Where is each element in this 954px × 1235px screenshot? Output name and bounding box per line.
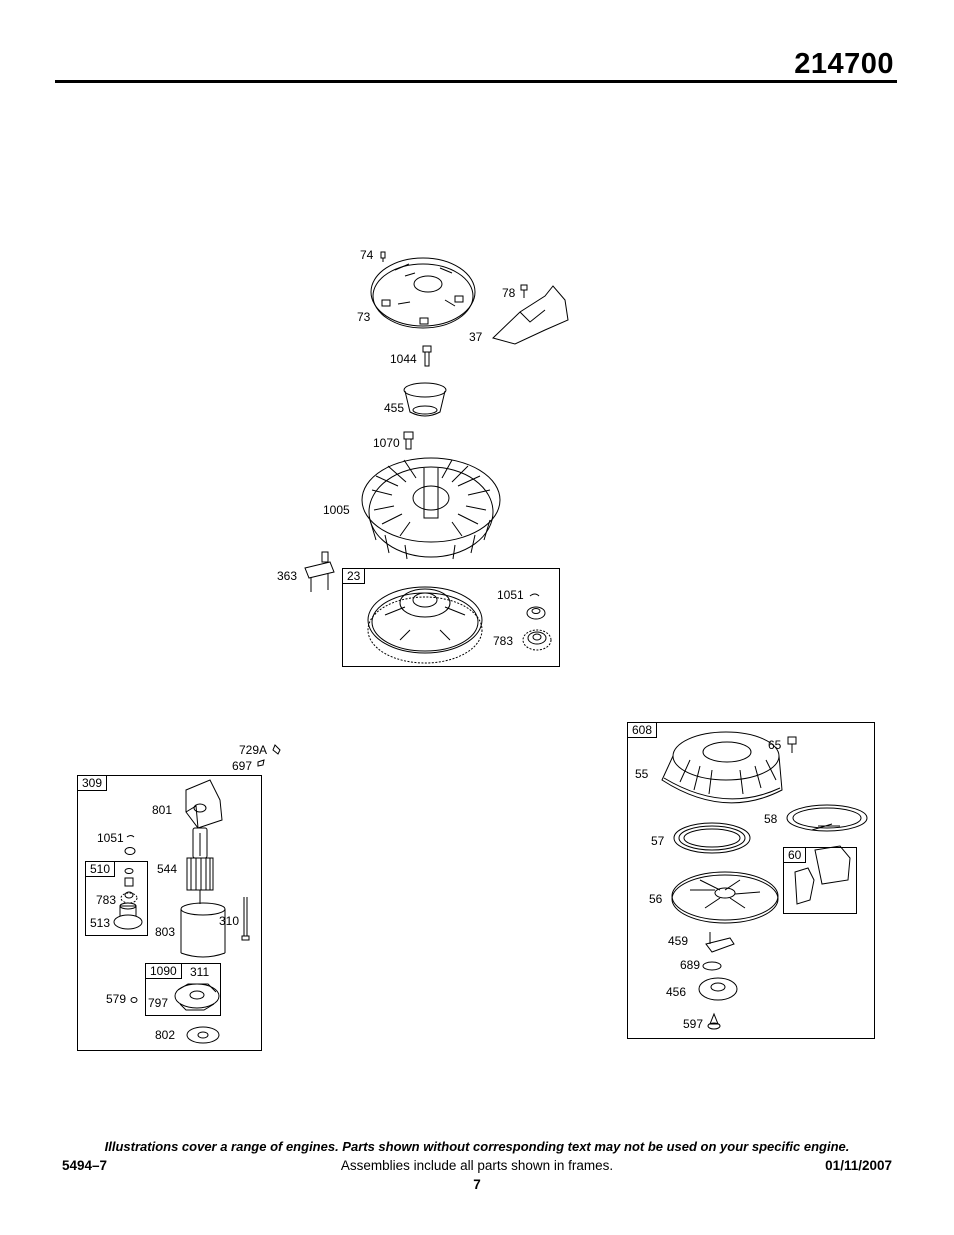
screw-65-illustration [787, 736, 797, 753]
handle-60-illustration [794, 845, 851, 905]
part-label: 802 [155, 1028, 176, 1042]
gear-783-illustration [522, 629, 552, 651]
part-label: 783 [493, 634, 514, 648]
screw-597-illustration [707, 1012, 721, 1030]
frame-tag-1090: 1090 [145, 963, 182, 979]
page-number: 7 [473, 1177, 481, 1192]
part-label: 697 [232, 759, 253, 773]
part-label: 56 [649, 892, 663, 906]
part-label: 544 [157, 862, 178, 876]
brush-assembly-frame [145, 963, 221, 1016]
brush-plate-797-illustration [174, 983, 220, 1011]
retainer-456-illustration [698, 977, 738, 1001]
footer-disclaimer: Illustrations cover a range of engines. … [104, 1139, 850, 1154]
housing-803-illustration [180, 902, 226, 958]
blower-housing-73-illustration [370, 257, 476, 329]
frames-note: Assemblies include all parts shown in fr… [340, 1158, 614, 1173]
part-label: 58 [764, 812, 778, 826]
frame-tag-60: 60 [783, 847, 807, 863]
part-label: 803 [155, 925, 176, 939]
part-label: 1044 [390, 352, 417, 366]
part-label: 797 [148, 996, 169, 1010]
part-label: 73 [357, 310, 371, 324]
end-cap-801-illustration [185, 779, 223, 829]
drive-513-illustration [113, 902, 143, 930]
part-label: 1051 [97, 831, 124, 845]
spring-58-illustration [786, 804, 868, 832]
part-label: 57 [651, 834, 665, 848]
part-label: 74 [360, 248, 374, 262]
bracket-363-illustration [304, 551, 335, 592]
part-label: 1051 [497, 588, 524, 602]
part-label: 513 [90, 916, 111, 930]
part-label: 729A [239, 743, 268, 757]
part-label: 1005 [323, 503, 350, 517]
drive-assembly-frame [85, 861, 148, 936]
rewind-starter-frame [627, 722, 875, 1039]
nut-697-illustration [257, 759, 265, 767]
frame-tag-23: 23 [342, 568, 366, 584]
part-label: 1070 [373, 436, 400, 450]
spring-illustration [124, 877, 134, 887]
frame-tag-608: 608 [627, 722, 658, 738]
part-label: 78 [502, 286, 516, 300]
pawl-459-illustration [705, 932, 735, 953]
washer-c-illustration [124, 868, 134, 874]
part-label: 597 [683, 1017, 704, 1031]
frame-tag-510: 510 [85, 861, 116, 877]
part-label: 783 [96, 893, 117, 907]
header-rule [55, 80, 897, 83]
part-label: 311 [190, 965, 210, 979]
screw-74-illustration [380, 251, 386, 262]
fan-1005-illustration [361, 457, 501, 560]
frame-tag-309: 309 [77, 775, 108, 791]
model-number: 214700 [794, 48, 894, 80]
pulley-56-illustration [671, 871, 779, 924]
part-label: 689 [680, 958, 701, 972]
part-label: 455 [384, 401, 405, 415]
flywheel-assembly-frame [342, 568, 560, 667]
clip-1051b-illustration [126, 835, 135, 838]
gear-783b-illustration [120, 891, 138, 904]
part-label: 801 [152, 803, 173, 817]
bolt-310-illustration [241, 897, 250, 941]
screw-78-illustration [520, 284, 528, 298]
part-label: 65 [768, 738, 782, 752]
part-label: 310 [219, 914, 240, 928]
part-label: 579 [106, 992, 127, 1006]
bolt-1044-illustration [422, 345, 432, 367]
starter-assembly-frame [77, 775, 262, 1051]
part-label: 456 [666, 985, 687, 999]
baffle-37-illustration [492, 285, 569, 345]
rope-57-illustration [673, 822, 751, 854]
washer-illustration [526, 606, 546, 620]
doc-number: 5494–7 [62, 1158, 108, 1173]
washer-729a-illustration [272, 744, 281, 755]
part-label: 55 [635, 767, 649, 781]
nut-1070-illustration [403, 431, 414, 450]
cup-455-illustration [403, 382, 447, 417]
doc-date: 01/11/2007 [825, 1158, 892, 1173]
clip-1051-illustration [529, 593, 540, 597]
nut-579-illustration [130, 997, 138, 1003]
washer-b-illustration [124, 847, 136, 855]
part-label: 37 [469, 330, 483, 344]
end-cap-802-illustration [186, 1026, 220, 1044]
flywheel-23-illustration [367, 586, 483, 664]
housing-55-illustration [661, 731, 783, 804]
armature-544-illustration [186, 827, 214, 904]
ring-689-illustration [702, 961, 722, 971]
handle-assembly-frame [783, 847, 857, 914]
part-label: 363 [277, 569, 298, 583]
part-label: 459 [668, 934, 689, 948]
